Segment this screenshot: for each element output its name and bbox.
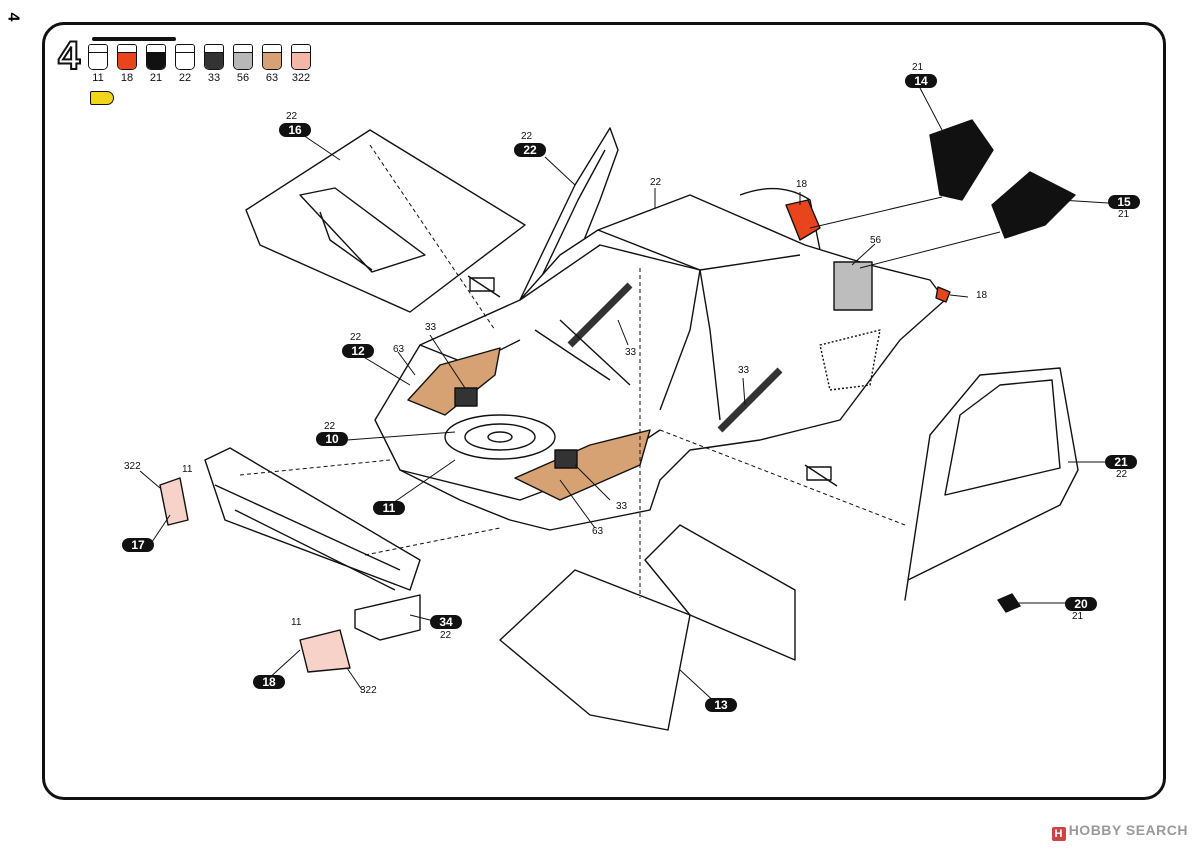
bottom-lamp-clear-label: 11 <box>291 617 302 628</box>
hood-color-label: 22 <box>286 111 298 122</box>
cage-bar-left-label: 33 <box>625 347 637 358</box>
paint-pot-18: 18 <box>117 44 137 84</box>
glue-tube-icon <box>90 91 114 105</box>
paint-code: 322 <box>291 72 311 84</box>
tank-color-label: 56 <box>870 235 882 246</box>
hood-part <box>245 129 526 313</box>
cage-bar-right-label: 33 <box>738 365 750 376</box>
left-lamp-clear-label: 11 <box>182 464 193 475</box>
rear-light <box>935 286 951 303</box>
skirt-part-badge: 34 <box>430 615 462 629</box>
watermark-text: HOBBY SEARCH <box>1068 822 1188 838</box>
paint-jar-icon <box>262 44 282 70</box>
door-part-badge: 21 <box>1105 455 1137 469</box>
skirt-color-label: 22 <box>440 630 452 641</box>
orange-part <box>785 199 821 241</box>
paint-jar-icon <box>117 44 137 70</box>
paint-pot-56: 56 <box>233 44 253 84</box>
brush-icon <box>92 37 176 41</box>
paint-pot-22: 22 <box>175 44 195 84</box>
door-part <box>904 367 1079 601</box>
hood-part-badge: 16 <box>279 123 311 137</box>
mirror-part-badge: 20 <box>1065 597 1097 611</box>
trunk-right-dark-label: 33 <box>616 501 628 512</box>
panel-color-label: 22 <box>324 421 336 432</box>
windshield-color-label: 22 <box>521 131 533 142</box>
scoop-right-color-label: 21 <box>1118 209 1130 220</box>
trunk-left-copper-label: 63 <box>393 344 405 355</box>
floor-tray <box>499 524 796 731</box>
scoop-right <box>991 171 1076 239</box>
bottom-lamp-part-badge: 18 <box>253 675 285 689</box>
paint-code: 11 <box>92 72 104 84</box>
bottom-lamp <box>299 629 351 673</box>
fuel-tank <box>833 261 873 311</box>
paint-pot-63: 63 <box>262 44 282 84</box>
no-glue-icon <box>467 275 501 298</box>
battery-box <box>454 387 478 407</box>
front-skirt <box>354 594 421 641</box>
trunk-right-copper-label: 63 <box>592 526 604 537</box>
paint-code: 63 <box>265 72 279 84</box>
trunk-left-panel <box>407 347 501 416</box>
windshield-part-badge: 22 <box>514 143 546 157</box>
paint-jar-icon <box>233 44 253 70</box>
rear-light-color-label: 18 <box>976 290 988 301</box>
paint-code: 22 <box>178 72 192 84</box>
roll-cage <box>534 282 783 433</box>
battery-box-right <box>554 449 578 469</box>
paint-legend: 11 18 21 22 33 56 63 322 <box>88 36 328 105</box>
paint-pot-33: 33 <box>204 44 224 84</box>
door-color-label: 22 <box>1116 469 1128 480</box>
scoop-top-part-badge: 14 <box>905 74 937 88</box>
paint-code: 21 <box>149 72 163 84</box>
paint-pot-21: 21 <box>146 44 166 84</box>
trunk-floor-part-badge: 11 <box>373 501 405 515</box>
orange-part-color-label: 18 <box>796 179 808 190</box>
fender-part-badge: 12 <box>342 344 374 358</box>
floor-part-badge: 13 <box>705 698 737 712</box>
step-number: 4 <box>57 34 81 78</box>
watermark-icon: H <box>1051 827 1066 841</box>
mirror <box>997 593 1021 613</box>
left-lamp-color-label: 322 <box>124 461 141 472</box>
spare-tire <box>444 414 556 460</box>
paint-jar-icon <box>175 44 195 70</box>
paint-pot-322: 322 <box>291 44 311 84</box>
front-bumper <box>204 447 421 591</box>
paint-code: 56 <box>236 72 250 84</box>
paint-code: 18 <box>120 72 134 84</box>
paint-jar-icon <box>88 44 108 70</box>
trunk-left-dark-label: 33 <box>425 322 437 333</box>
fender-color-label: 22 <box>350 332 362 343</box>
no-glue-icon-2 <box>804 464 838 487</box>
instruction-frame <box>42 22 1166 800</box>
mirror-color-label: 21 <box>1072 611 1084 622</box>
paint-jar-icon <box>146 44 166 70</box>
roof-color-label: 22 <box>650 177 662 188</box>
scoop-top-color-label: 21 <box>912 62 924 73</box>
paint-code: 33 <box>207 72 221 84</box>
paint-jar-icon <box>291 44 311 70</box>
panel-part-badge: 10 <box>316 432 348 446</box>
scoop-top <box>929 119 994 201</box>
paint-pot-11: 11 <box>88 44 108 84</box>
scoop-right-part-badge: 15 <box>1108 195 1140 209</box>
side-net-panel <box>819 329 881 391</box>
left-lamp <box>159 477 189 526</box>
bottom-lamp-color-label: 322 <box>360 685 377 696</box>
paint-jar-icon <box>204 44 224 70</box>
left-lamp-part-badge: 17 <box>122 538 154 552</box>
